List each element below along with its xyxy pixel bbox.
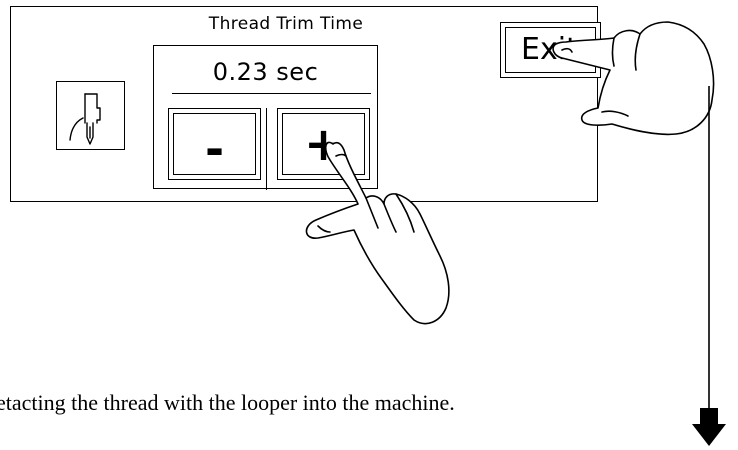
stepper-divider — [266, 108, 267, 190]
trim-time-value: 0.23 sec — [212, 58, 319, 86]
decrease-button[interactable]: - — [168, 108, 261, 180]
exit-button[interactable]: Exit — [500, 22, 601, 78]
minus-label: - — [204, 122, 225, 176]
value-underline — [172, 93, 371, 94]
thread-trim-panel: Thread Trim Time 0.23 sec - + Exit — [10, 6, 601, 202]
plus-label: + — [304, 117, 343, 171]
exit-label: Exit — [521, 32, 578, 67]
panel-title: Thread Trim Time — [208, 14, 364, 34]
arrow-down-icon — [692, 86, 726, 446]
increase-button[interactable]: + — [277, 108, 370, 180]
needle-icon — [69, 93, 101, 145]
needle-tile — [56, 81, 125, 150]
instruction-caption: etacting the thread with the looper into… — [0, 390, 455, 415]
